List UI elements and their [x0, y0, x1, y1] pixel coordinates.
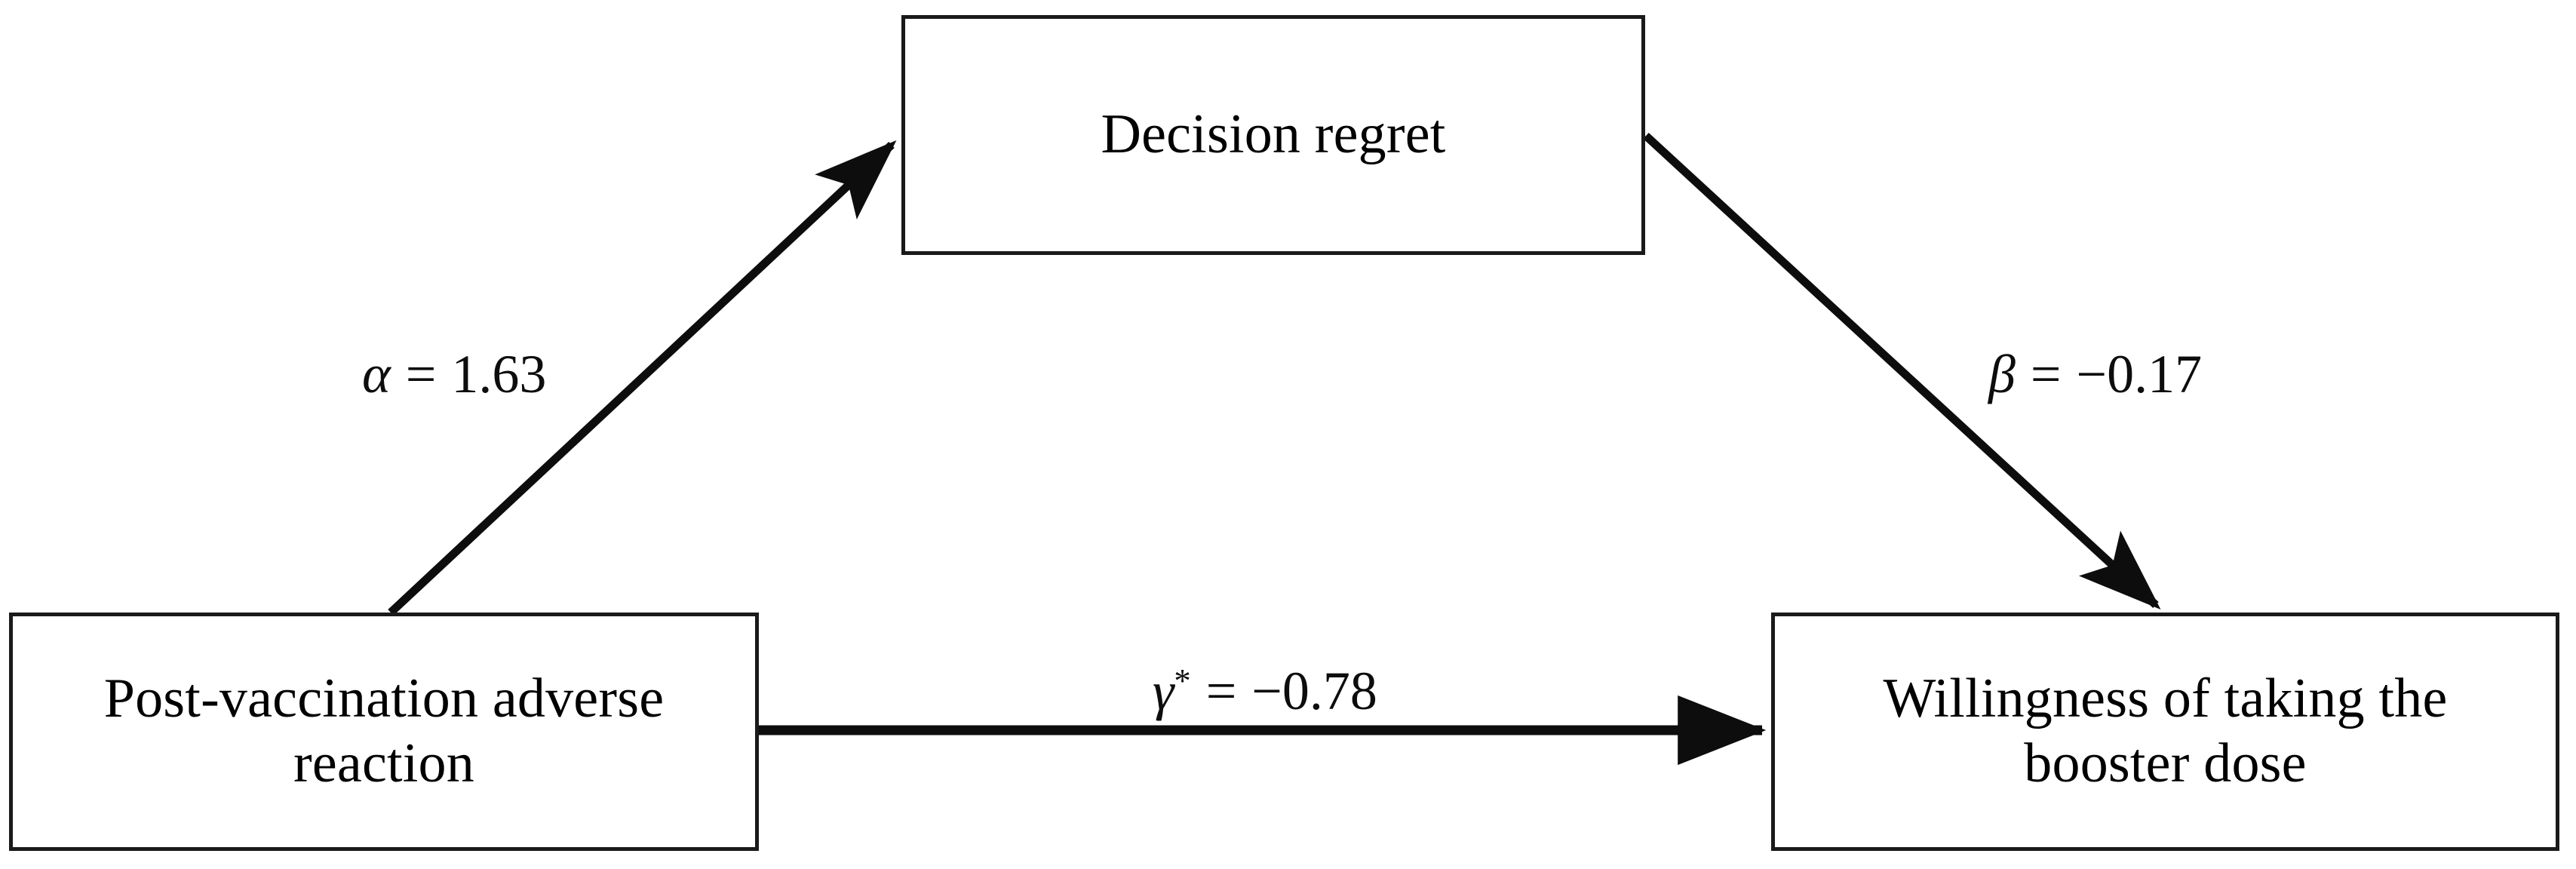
path-label-alpha: α = 1.63 — [362, 347, 546, 401]
path-label-beta: β = −0.17 — [1988, 347, 2202, 401]
path-label-gamma: γ* = −0.78 — [1153, 661, 1377, 722]
node-outcome-label: Willingness of taking the booster dose — [1883, 668, 2448, 794]
beta-equals: = — [2030, 344, 2062, 405]
beta-symbol: β — [1988, 344, 2016, 405]
path-arrow-beta — [1643, 132, 2161, 610]
path-arrow-alpha — [388, 140, 897, 616]
gamma-symbol: γ — [1153, 661, 1174, 722]
alpha-value: 1.63 — [451, 344, 547, 405]
node-predictor-label: Post-vaccination adverse reaction — [103, 668, 665, 794]
node-mediator-label: Decision regret — [1101, 103, 1446, 166]
node-post-vaccination-adverse-reaction: Post-vaccination adverse reaction — [9, 613, 759, 851]
alpha-equals: = — [405, 344, 437, 405]
gamma-star: * — [1174, 662, 1191, 699]
alpha-symbol: α — [362, 344, 391, 405]
gamma-value: −0.78 — [1251, 661, 1377, 722]
gamma-equals: = — [1205, 661, 1237, 722]
beta-value: −0.17 — [2076, 344, 2203, 405]
node-willingness-booster-dose: Willingness of taking the booster dose — [1771, 613, 2559, 851]
node-decision-regret: Decision regret — [901, 15, 1645, 255]
